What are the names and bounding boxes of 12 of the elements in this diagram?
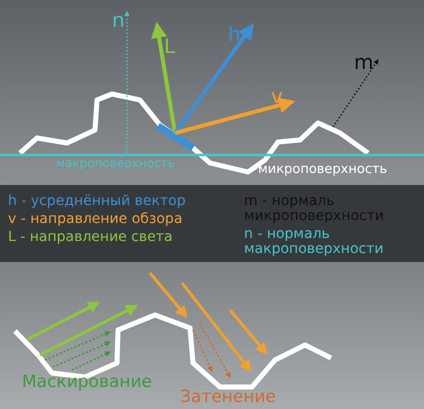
legend-text: v - направление обзора xyxy=(8,212,182,227)
vector-label: m xyxy=(354,52,374,73)
vector-label: L xyxy=(164,36,176,57)
effect-label: Затенение xyxy=(180,389,276,407)
vector-label: n xyxy=(112,10,125,31)
effect-label: Маскирование xyxy=(22,374,152,392)
legend-text: h - усреднённый вектор xyxy=(8,194,186,209)
legend-text: L - направление света xyxy=(8,230,173,245)
surface-label: микроповерхность xyxy=(258,163,388,177)
vector-label: h xyxy=(228,24,241,45)
legend-text: n - нормаль макроповерхности xyxy=(244,227,384,256)
surface-label: макроповерхность xyxy=(56,157,175,170)
